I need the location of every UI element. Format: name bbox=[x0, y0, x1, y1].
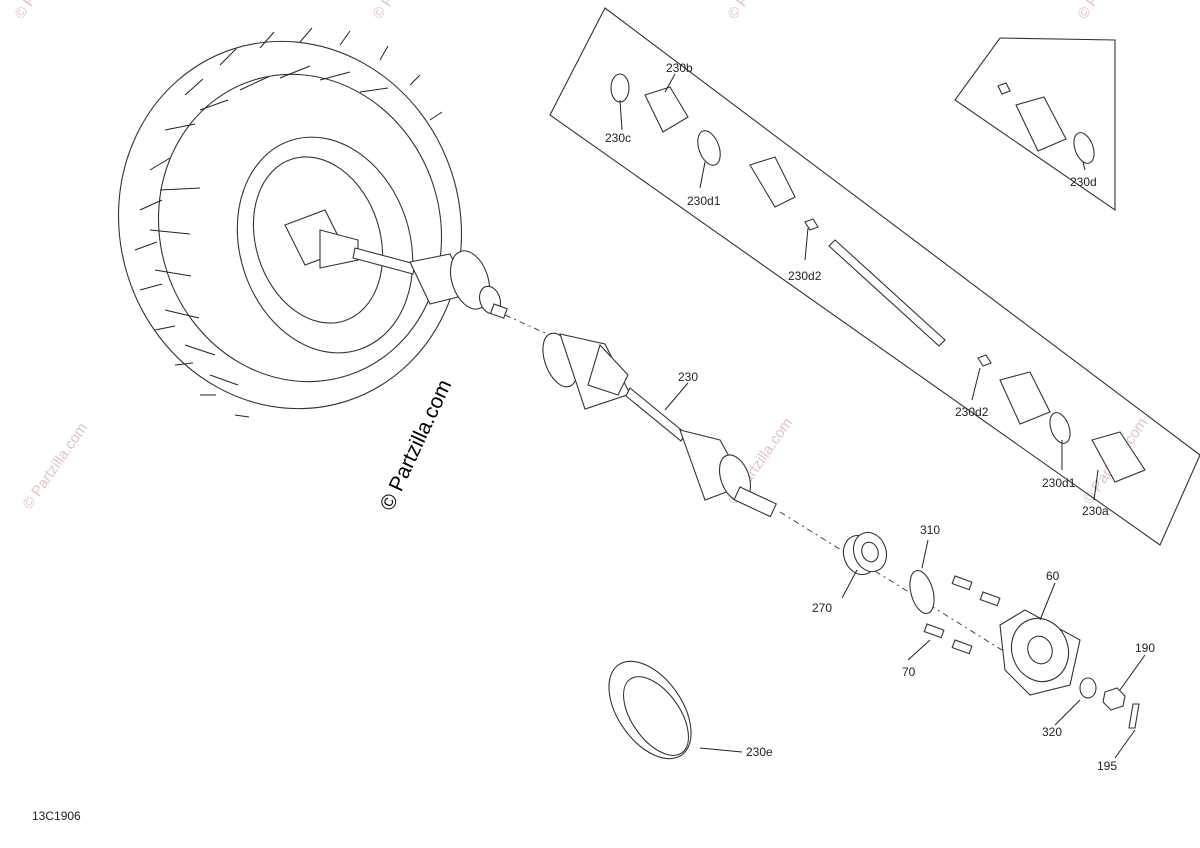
wheel-side-cv-joint bbox=[284, 209, 508, 319]
part-labels: 230b 230c 230d1 230d2 230d2 230d1 230a 2… bbox=[605, 61, 1155, 773]
detail-box bbox=[549, 7, 1200, 546]
washer-320 bbox=[1079, 677, 1097, 699]
label-320: 320 bbox=[1042, 725, 1062, 739]
circlip-230c bbox=[610, 73, 630, 103]
label-230d: 230d bbox=[1070, 175, 1097, 189]
label-190: 190 bbox=[1135, 641, 1155, 655]
wheel-studs-70 bbox=[923, 575, 1001, 655]
center-axis-line-2 bbox=[779, 511, 1011, 656]
cv-boot-230e bbox=[608, 660, 692, 760]
inset-box-230d bbox=[954, 37, 1116, 212]
label-230b: 230b bbox=[666, 61, 693, 75]
label-270: 270 bbox=[812, 601, 832, 615]
clamp-230d1-top bbox=[697, 130, 721, 166]
label-230d2-bottom: 230d2 bbox=[955, 405, 989, 419]
label-230d1-top: 230d1 bbox=[687, 194, 721, 208]
label-230: 230 bbox=[678, 370, 698, 384]
watermark-main: © Partzilla.com bbox=[376, 376, 457, 514]
clamp-230d1-bottom bbox=[1049, 412, 1071, 444]
label-230d2-top: 230d2 bbox=[788, 269, 822, 283]
watermark-top-right: © Partzilla.com bbox=[724, 0, 796, 22]
watermark-top-mid: © Partzilla.com bbox=[369, 0, 441, 22]
label-230d1-bottom: 230d1 bbox=[1042, 476, 1076, 490]
inset-boot bbox=[1015, 96, 1067, 152]
diagram-code: 13C1906 bbox=[32, 809, 81, 823]
boot-top bbox=[749, 156, 796, 208]
nut-190 bbox=[1102, 687, 1126, 711]
wheel-hub-60 bbox=[999, 609, 1081, 696]
cotter-pin-195 bbox=[1128, 703, 1140, 729]
watermark-top-left: © Partzilla.com bbox=[11, 0, 83, 22]
label-70: 70 bbox=[902, 665, 916, 679]
watermark-left: © Partzilla.com bbox=[19, 420, 91, 513]
drive-shaft-230 bbox=[542, 332, 777, 518]
cv-joint-230a bbox=[1091, 431, 1146, 483]
label-230e: 230e bbox=[746, 745, 773, 759]
leader-lines bbox=[619, 73, 1146, 759]
watermark-top-far: © Partzilla.com bbox=[1074, 0, 1146, 22]
inset-clamp bbox=[1073, 132, 1095, 164]
label-310: 310 bbox=[920, 523, 940, 537]
label-60: 60 bbox=[1046, 569, 1060, 583]
retaining-ring-310 bbox=[909, 570, 935, 614]
inner-shaft bbox=[828, 239, 946, 347]
label-195: 195 bbox=[1097, 759, 1117, 773]
clamp-230d2-top bbox=[804, 218, 819, 231]
cv-housing-230b bbox=[644, 86, 689, 133]
center-axis-line bbox=[504, 314, 546, 334]
inset-nut bbox=[997, 82, 1011, 95]
label-230c: 230c bbox=[605, 131, 631, 145]
label-230a: 230a bbox=[1082, 504, 1109, 518]
boot-bottom bbox=[999, 371, 1051, 425]
clamp-230d2-bottom bbox=[977, 354, 992, 367]
bearing-270 bbox=[842, 531, 888, 576]
